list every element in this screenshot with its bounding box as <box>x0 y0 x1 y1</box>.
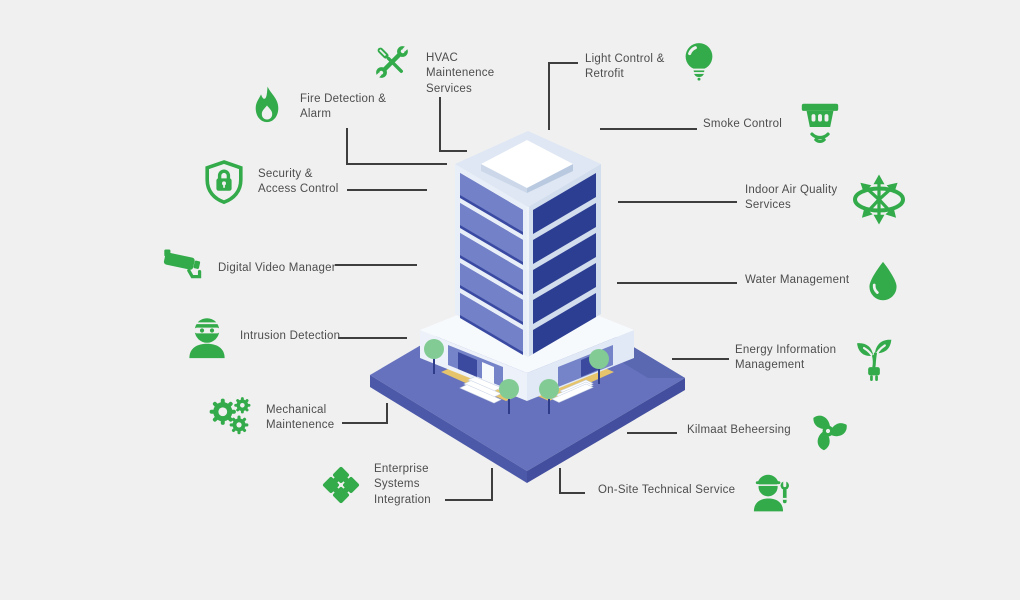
service-label: Mechanical Maintenence <box>266 403 335 431</box>
burglar-icon <box>184 314 230 360</box>
fan-icon <box>803 406 853 456</box>
service-label: Light Control & Retrofit <box>585 53 665 81</box>
service-security: Security & Access Control <box>200 158 339 206</box>
service-label: Enterprise Systems Integration <box>374 463 431 506</box>
service-label: Digital Video Manager <box>218 262 336 275</box>
building-illustration <box>370 131 685 483</box>
service-label: Fire Detection & Alarm <box>300 92 387 120</box>
tower-windows-left <box>460 173 523 352</box>
gears-icon <box>206 393 256 443</box>
service-label: Energy Information Management <box>735 343 837 371</box>
shield-lock-icon <box>200 158 248 206</box>
water-drop-icon <box>861 259 905 303</box>
light-bulb-icon <box>677 40 721 84</box>
service-hvac: HVAC Maintenence Services <box>368 38 494 97</box>
service-label: On-Site Technical Service <box>598 484 736 497</box>
air-flow-icon <box>849 168 909 228</box>
plant-plug-icon <box>848 332 900 384</box>
connector-mechanical <box>342 403 388 424</box>
entrance-steps <box>459 376 594 404</box>
flame-icon <box>244 84 290 130</box>
service-enterprise: Enterprise Systems Integration <box>318 462 431 508</box>
service-mechanical: Mechanical Maintenence <box>206 393 334 443</box>
service-label: Smoke Control <box>703 118 783 131</box>
service-water: Water Management <box>745 259 905 303</box>
service-kilmaat: Kilmaat Beheersing <box>687 406 853 456</box>
service-label: HVAC Maintenence Services <box>426 52 495 95</box>
connector-hvac <box>439 97 467 152</box>
connector-enterprise <box>445 468 493 501</box>
service-smoke: Smoke Control <box>703 99 846 151</box>
trees <box>424 339 609 414</box>
service-label: Indoor Air Quality Services <box>745 183 838 211</box>
service-intrusion: Intrusion Detection <box>184 314 340 360</box>
service-label: Security & Access Control <box>258 167 339 195</box>
connectors <box>335 62 737 501</box>
service-dvm: Digital Video Manager <box>162 246 336 292</box>
service-onsite: On-Site Technical Service <box>598 468 793 514</box>
plaza-edge-left <box>370 375 527 483</box>
service-energy: Energy Information Management <box>735 332 900 384</box>
service-label: Water Management <box>745 274 850 287</box>
tower-windows-right <box>533 173 596 354</box>
connector-light <box>548 62 578 130</box>
roof-panel <box>481 140 573 188</box>
plaza-edge-right <box>527 378 685 483</box>
connector-onsite <box>559 468 585 494</box>
cctv-camera-icon <box>162 246 208 292</box>
puzzle-icon <box>318 462 364 508</box>
service-light: Light Control & Retrofit <box>585 40 721 84</box>
service-label: Kilmaat Beheersing <box>687 424 791 437</box>
service-label: Intrusion Detection <box>240 330 341 343</box>
technician-icon <box>747 468 793 514</box>
connector-fire <box>346 128 447 165</box>
smoke-detector-icon <box>794 99 846 151</box>
tools-icon <box>368 38 416 86</box>
service-fire: Fire Detection & Alarm <box>244 84 386 130</box>
service-indoor: Indoor Air Quality Services <box>745 168 909 228</box>
